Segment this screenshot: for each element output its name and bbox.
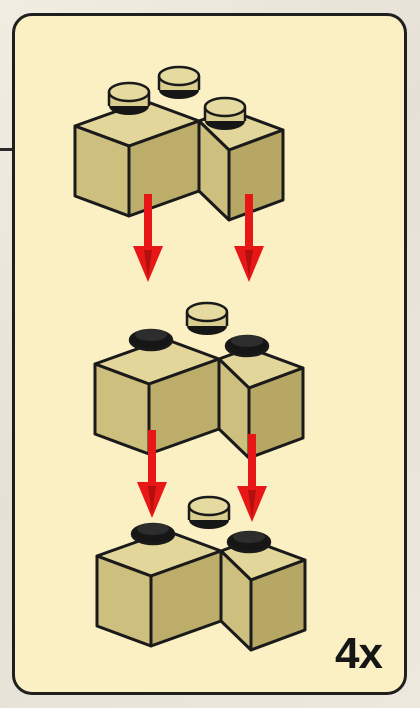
stud (185, 301, 229, 337)
build-step-panel: 4x (12, 13, 407, 695)
brick-bottom (95, 495, 307, 652)
brick-middle (93, 301, 305, 460)
stud (157, 65, 201, 101)
quantity-label: 4x (335, 629, 383, 678)
stud-socket (128, 327, 174, 352)
stud-socket (130, 521, 176, 546)
stud (187, 495, 231, 531)
build-step-scene (73, 65, 307, 652)
stud-socket (226, 529, 272, 554)
stud (107, 81, 151, 117)
stud (203, 96, 247, 132)
page-divider-line (0, 148, 18, 151)
stud-socket (224, 333, 270, 358)
